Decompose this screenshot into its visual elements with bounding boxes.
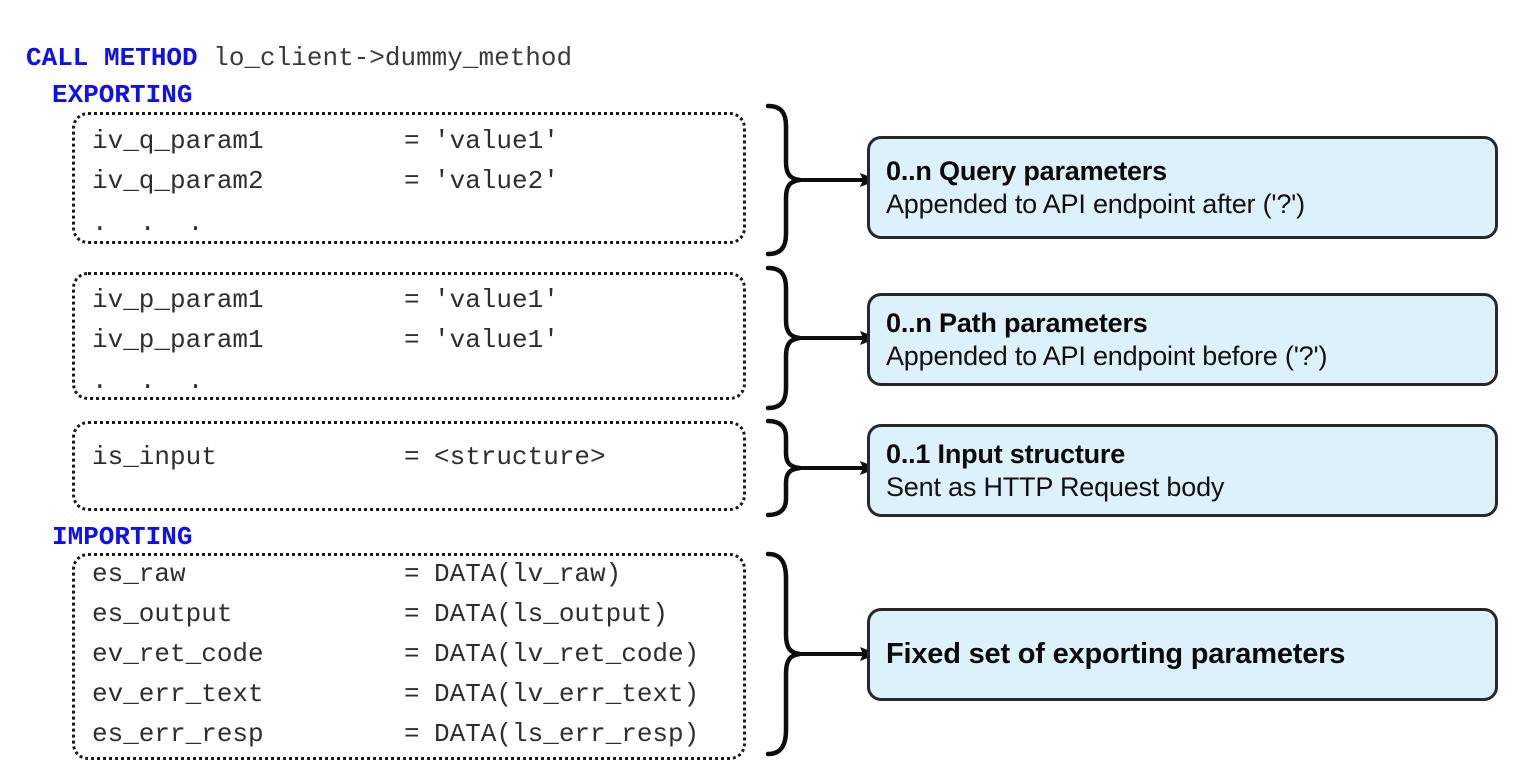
param-row: iv_q_param1 [92, 128, 264, 154]
param-value: 'value1' [434, 325, 559, 355]
callout-subtitle: Sent as HTTP Request body [886, 471, 1225, 502]
param-row: es_output [92, 601, 232, 627]
param-box-input-structure [72, 421, 746, 511]
brace-arrow-query-parameters [765, 103, 878, 257]
param-name: iv_p_param1 [92, 325, 264, 355]
param-row: iv_p_param1 [92, 327, 264, 353]
param-name: es_output [92, 599, 233, 629]
callout-subtitle: Appended to API endpoint after ('?') [886, 188, 1305, 219]
param-box-query-parameters [72, 112, 746, 244]
param-box-path-parameters [72, 272, 746, 400]
param-ellipsis: . . . [92, 208, 212, 238]
param-value: 'value2' [434, 166, 559, 196]
param-value: DATA(ls_output) [434, 599, 669, 629]
callout-title: 0..n Query parameters [886, 155, 1167, 186]
param-value: 'value1' [434, 285, 559, 315]
param-name: es_err_resp [92, 719, 264, 749]
callout-title: 0..1 Input structure [886, 438, 1126, 469]
param-name: ev_ret_code [92, 639, 264, 669]
call-method-target: lo_client->dummy_method [197, 43, 573, 73]
callout-importing-parameters: Fixed set of exporting parameters [867, 608, 1498, 701]
param-equals: = [404, 166, 420, 196]
param-ellipsis: . . . [92, 366, 212, 396]
callout-subtitle: Appended to API endpoint before ('?') [886, 340, 1328, 371]
param-equals: = [404, 719, 420, 749]
param-row: iv_q_param2 [92, 168, 264, 194]
param-value: DATA(ls_err_resp) [434, 719, 700, 749]
param-value: DATA(lv_ret_code) [434, 639, 700, 669]
callout-path-parameters: 0..n Path parameters Appended to API end… [867, 293, 1498, 386]
callout-input-structure: 0..1 Input structure Sent as HTTP Reques… [867, 424, 1498, 517]
call-method-keyword: CALL METHOD [26, 43, 198, 73]
importing-label: IMPORTING [52, 522, 193, 552]
call-method-line: CALL METHOD lo_client->dummy_method [26, 45, 572, 71]
callout-title: 0..n Path parameters [886, 307, 1148, 338]
param-equals: = [404, 639, 420, 669]
param-row: iv_p_param1 [92, 287, 264, 313]
param-equals: = [404, 285, 420, 315]
param-row: es_raw [92, 561, 186, 587]
param-equals: = [404, 325, 420, 355]
param-equals: = [404, 126, 420, 156]
callout-query-parameters: 0..n Query parameters Appended to API en… [867, 136, 1498, 239]
brace-arrow-input-structure [765, 418, 878, 518]
param-value: <structure> [434, 442, 606, 472]
param-name: ev_err_text [92, 679, 264, 709]
param-value: 'value1' [434, 126, 559, 156]
param-name: is_input [92, 442, 217, 472]
exporting-label: EXPORTING [52, 80, 193, 110]
param-equals: = [404, 559, 420, 589]
param-name: iv_q_param2 [92, 166, 264, 196]
param-row: is_input [92, 444, 217, 470]
param-value: DATA(lv_raw) [434, 559, 622, 589]
param-row: ev_err_text [92, 681, 264, 707]
param-name: es_raw [92, 559, 186, 589]
param-equals: = [404, 442, 420, 472]
param-box-importing-parameters [72, 553, 746, 760]
param-name: iv_q_param1 [92, 126, 264, 156]
param-row: es_err_resp [92, 721, 264, 747]
callout-title: Fixed set of exporting parameters [886, 637, 1346, 670]
brace-arrow-path-parameters [765, 265, 878, 411]
param-row: ev_ret_code [92, 641, 264, 667]
param-equals: = [404, 679, 420, 709]
param-value: DATA(lv_err_text) [434, 679, 700, 709]
brace-arrow-importing-parameters [765, 551, 878, 757]
param-name: iv_p_param1 [92, 285, 264, 315]
param-equals: = [404, 599, 420, 629]
